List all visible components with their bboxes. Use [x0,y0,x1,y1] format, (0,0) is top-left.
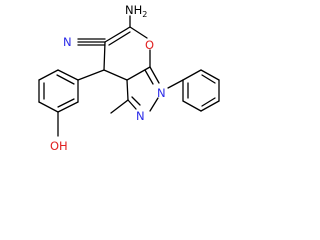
bond-n2-c3-double [131,96,141,106]
bond-c4-c5 [103,41,106,71]
bond-n1-n2 [149,97,159,112]
bond-c7a-c3a [126,66,151,81]
pyrazole-n1-label: N [157,86,166,100]
molecule-diagram: NH2 N O N N OH [38,3,220,153]
phenyl-bond-4 [200,100,220,112]
aryl-bond-4 [38,101,59,113]
structure-svg: NH2 N O N N OH [38,3,220,153]
bond-c3a-c4 [103,69,128,81]
amino-label: NH2 [125,3,147,19]
bond-c3-methyl [110,99,129,114]
bond-c5-c6 [104,26,131,43]
phenyl-bond-1 [182,69,202,81]
phenyl-bond-2-double [201,74,216,84]
aryl-bond-1-double [56,74,75,85]
phenyl-bond-4-double [201,97,216,107]
aryl-bond-5 [57,101,79,113]
bond-n2-c3 [127,99,137,110]
bond-c3-c3a [126,79,129,101]
phenyl-bond-2 [200,69,220,81]
aryl-bond-1 [57,69,79,81]
phenyl-bond-5 [182,100,202,112]
bond-n1-phenyl [167,79,184,89]
pyrazole-n2-label: N [136,109,145,123]
bond-c7a-n1-double [144,69,154,85]
ring-oxygen-label: O [145,38,154,52]
bond-c4-aryl [77,69,105,81]
bond-c5-c6-double [108,31,131,46]
hydroxyl-label: OH [50,139,68,153]
aryl-bond-5-double [57,98,75,108]
nitrile-n-label: N [63,35,72,49]
bond-c6-o [129,26,148,39]
aryl-bond-2 [38,69,59,81]
bond-c7a-n1 [149,66,160,84]
